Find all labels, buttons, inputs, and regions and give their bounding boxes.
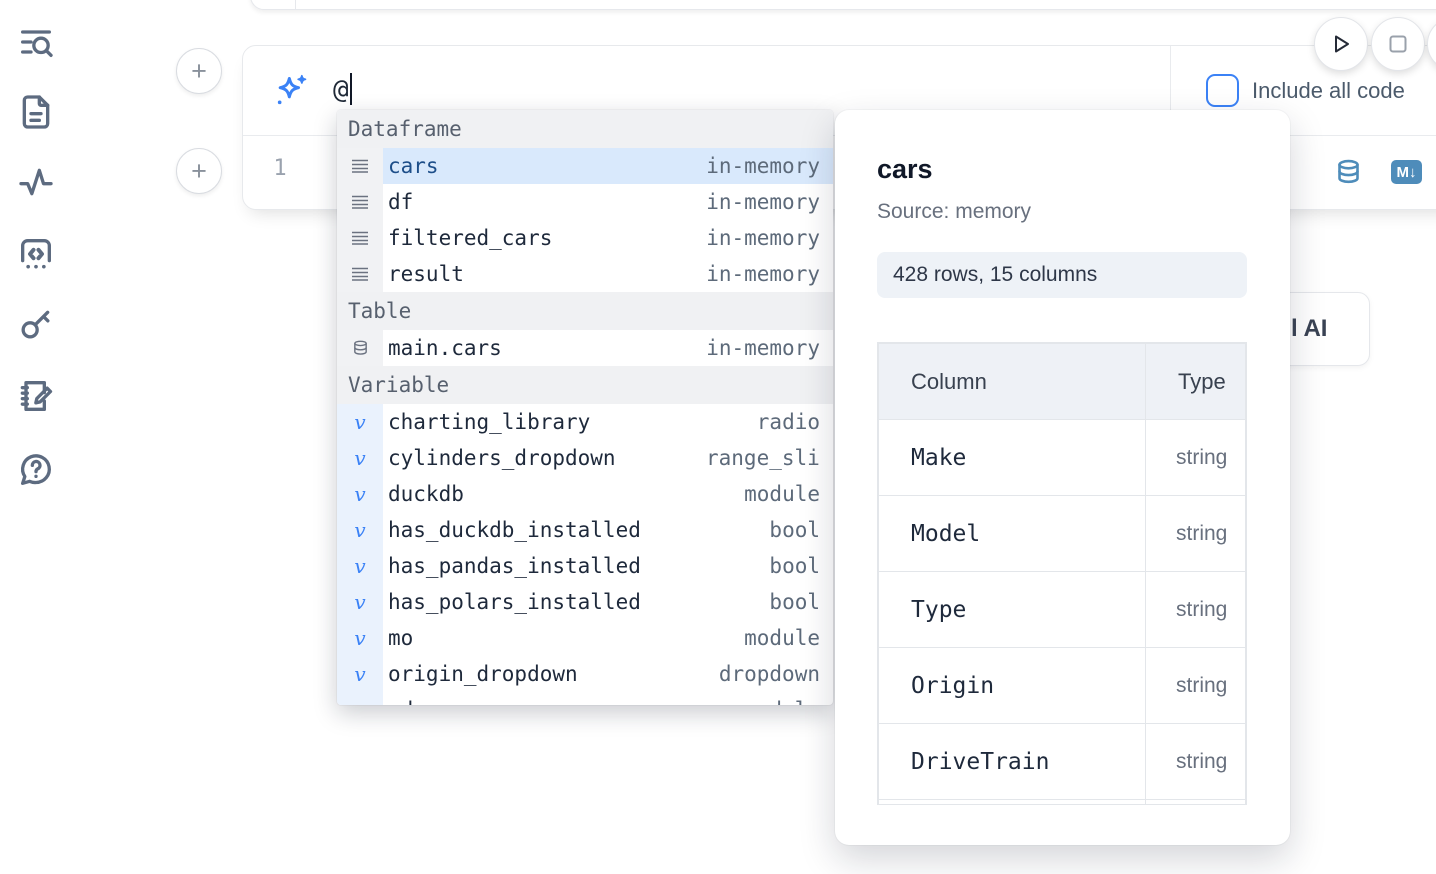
line-number: 1	[273, 156, 287, 181]
ai-button-label: l AI	[1291, 315, 1328, 342]
ai-sparkle-icon	[271, 71, 311, 111]
list-search-icon[interactable]	[16, 22, 56, 62]
schema-header-type: Type	[1145, 343, 1246, 420]
variable-icon: v	[354, 662, 366, 686]
dataframe-icon	[351, 158, 369, 174]
variable-icon: v	[354, 446, 366, 470]
activity-icon[interactable]	[16, 162, 56, 202]
schema-table: Column Type Make string Model string Typ…	[878, 343, 1246, 804]
preview-title: cars	[877, 154, 933, 184]
table-row: DriveTrain string	[878, 723, 1246, 800]
datasource-icon[interactable]	[1335, 136, 1362, 208]
previous-cell-edge	[250, 0, 1436, 10]
schema-header-column: Column	[878, 343, 1146, 420]
run-cell-button[interactable]	[1314, 17, 1368, 71]
variable-icon: v	[354, 518, 366, 542]
stop-button[interactable]	[1371, 17, 1425, 71]
ai-prompt-input[interactable]: @	[333, 46, 352, 135]
table-row: Origin string	[878, 647, 1246, 724]
table-row: Model string	[878, 495, 1246, 572]
key-icon[interactable]	[16, 304, 56, 344]
variable-icon: v	[354, 590, 366, 614]
section-header-table: Table	[337, 292, 833, 330]
section-header-variable: Variable	[337, 366, 833, 404]
section-header-dataframe: Dataframe	[337, 110, 833, 148]
table-row-clipped	[878, 799, 1246, 804]
add-cell-below-button[interactable]: +	[176, 148, 222, 194]
preview-shape-badge: 428 rows, 15 columns	[877, 252, 1247, 298]
markdown-icon[interactable]: M↓	[1391, 136, 1422, 208]
notebook-edit-icon[interactable]	[16, 376, 56, 416]
table-row: Type string	[878, 571, 1246, 648]
preview-source: Source: memory	[877, 200, 1032, 223]
dataframe-icon	[351, 266, 369, 282]
previous-cell-divider	[295, 0, 296, 9]
text-caret	[349, 73, 352, 105]
prompt-divider	[1170, 46, 1171, 135]
dataframe-icon	[351, 194, 369, 210]
scratchpad-code-icon[interactable]	[16, 234, 56, 274]
database-icon	[352, 339, 369, 357]
autocomplete-item-pd[interactable]: v pdmodule	[337, 692, 833, 705]
variable-icon: v	[354, 554, 366, 578]
schema-table-wrap: Column Type Make string Model string Typ…	[877, 342, 1247, 805]
dataframe-preview-card: cars Source: memory 428 rows, 15 columns…	[835, 110, 1290, 845]
add-cell-above-button[interactable]: +	[176, 48, 222, 94]
variable-icon: v	[354, 700, 365, 705]
variable-icon: v	[354, 410, 366, 434]
help-chat-icon[interactable]	[16, 450, 56, 490]
prompt-value: @	[333, 75, 349, 105]
dataframe-icon	[351, 230, 369, 246]
code-editor-row[interactable]: 1 M↓	[243, 136, 1436, 208]
include-all-code-label: Include all code	[1252, 77, 1405, 103]
variable-icon: v	[354, 626, 366, 650]
table-row: Make string	[878, 419, 1246, 496]
variable-icon: v	[354, 482, 366, 506]
include-all-code-row: Include all code	[1206, 46, 1405, 135]
include-all-code-checkbox[interactable]	[1206, 74, 1239, 107]
file-document-icon[interactable]	[16, 92, 56, 132]
